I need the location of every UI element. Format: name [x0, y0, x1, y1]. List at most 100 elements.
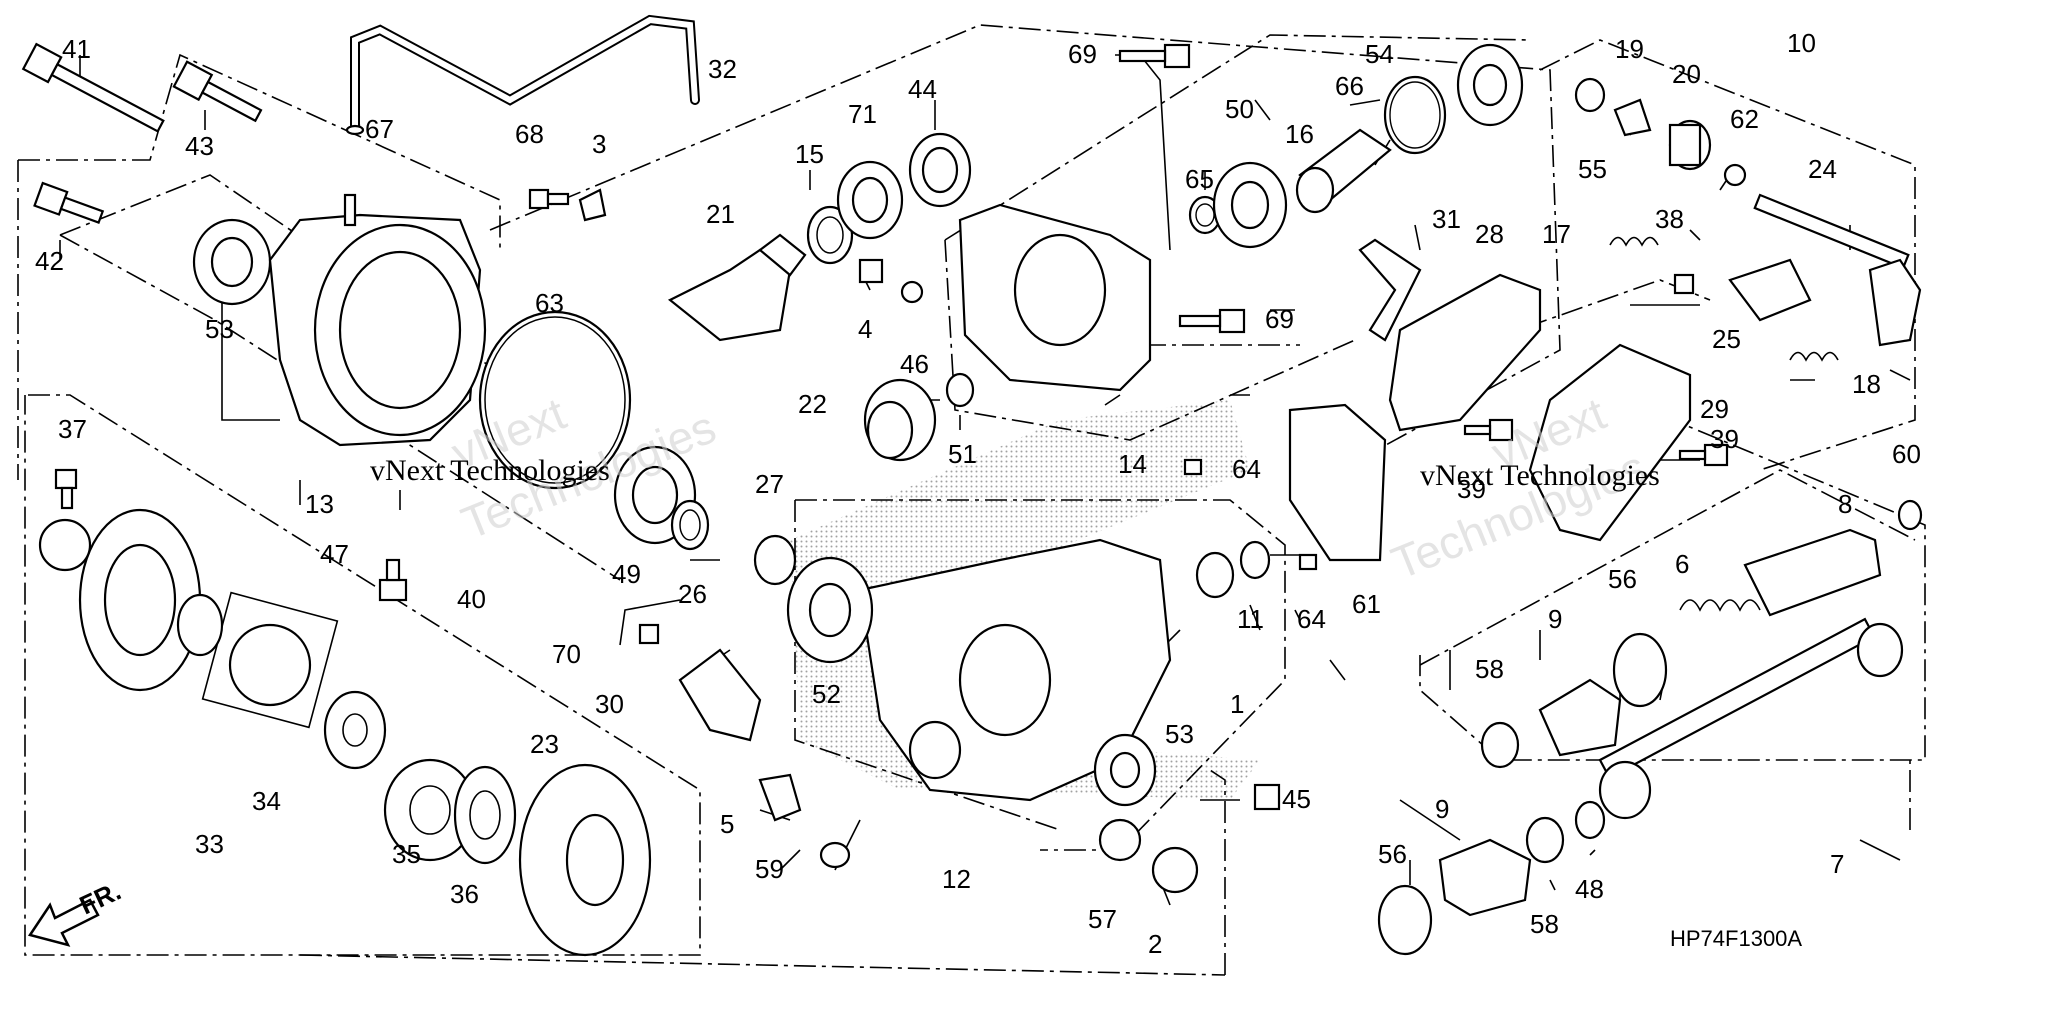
part-label-65: 65	[1185, 164, 1214, 194]
part-label-62: 62	[1730, 104, 1759, 134]
tube-32	[350, 14, 700, 135]
part-label-66: 66	[1335, 71, 1364, 101]
clip-67	[345, 124, 365, 136]
spring-17	[1609, 236, 1659, 247]
seal-53-left	[192, 218, 272, 306]
ring-56-bottom	[1377, 884, 1433, 956]
coupler-22	[863, 378, 937, 462]
part-label-38: 38	[1655, 204, 1684, 234]
gasket-61	[1288, 403, 1387, 562]
ring-56-top	[1612, 632, 1668, 708]
part-label-40: 40	[457, 584, 486, 614]
part-label-41: 41	[62, 34, 91, 64]
part-label-27: 27	[755, 469, 784, 499]
part-label-8: 8	[1838, 489, 1852, 519]
part-label-56-top: 56	[1608, 564, 1637, 594]
part-label-52: 52	[812, 679, 841, 709]
bracket-30	[678, 648, 762, 742]
bearing-71	[836, 160, 904, 240]
washer-60	[1897, 499, 1923, 531]
oring-59	[819, 841, 851, 869]
boot-9-bottom	[1438, 838, 1532, 917]
part-label-42: 42	[35, 246, 64, 276]
spring-6	[1679, 599, 1761, 612]
plate-28	[1388, 273, 1542, 432]
ring-gear-23	[518, 763, 652, 957]
part-label-25: 25	[1712, 324, 1741, 354]
part-label-67: 67	[365, 114, 394, 144]
part-label-1: 1	[1230, 689, 1244, 719]
part-label-68: 68	[515, 119, 544, 149]
bearing-52	[786, 556, 874, 664]
part-label-57: 57	[1088, 904, 1117, 934]
ring-57	[1098, 818, 1142, 862]
part-label-5: 5	[720, 809, 734, 839]
part-label-50: 50	[1225, 94, 1254, 124]
part-label-46: 46	[900, 349, 929, 379]
cover-29	[1528, 343, 1692, 542]
bolt-41	[21, 42, 165, 133]
part-label-13: 13	[305, 489, 334, 519]
part-label-32: 32	[708, 54, 737, 84]
part-label-15: 15	[795, 139, 824, 169]
sensor-5	[758, 773, 802, 822]
watermark-inline-right: vNext Technologies	[1420, 459, 1660, 492]
pinion-21	[667, 233, 807, 342]
shaft-16	[1295, 128, 1392, 214]
part-label-21: 21	[706, 199, 735, 229]
part-label-29: 29	[1700, 394, 1729, 424]
seal-54	[1456, 43, 1524, 127]
part-label-18: 18	[1852, 369, 1881, 399]
bolt-70	[638, 623, 660, 645]
spring-18	[1789, 351, 1839, 362]
part-label-26: 26	[678, 579, 707, 609]
front-direction-arrow: FR.	[27, 876, 126, 947]
dowel-64-low	[1298, 553, 1318, 571]
plug-2	[1151, 846, 1199, 894]
part-label-24: 24	[1808, 154, 1837, 184]
sleeve-20	[1668, 119, 1712, 171]
clip-66	[1383, 75, 1447, 155]
part-label-11: 11	[1237, 604, 1264, 634]
part-label-64-top: 64	[1232, 454, 1261, 484]
gears-34	[228, 623, 312, 707]
watermark-inline-left: vNext Technologies	[370, 454, 610, 487]
part-label-22: 22	[798, 389, 827, 419]
part-label-70: 70	[552, 639, 581, 669]
housing-12	[858, 538, 1172, 802]
part-label-53-right: 53	[1165, 719, 1194, 749]
ring-11	[1239, 540, 1271, 580]
part-label-14: 14	[1118, 449, 1147, 479]
bolt-38	[1673, 273, 1695, 295]
oring-63	[478, 310, 632, 490]
part-label-23: 23	[530, 729, 559, 759]
part-label-36: 36	[450, 879, 479, 909]
shaft-24	[1753, 193, 1922, 347]
part-label-35: 35	[392, 839, 421, 869]
bolt-68	[528, 188, 550, 210]
bolt-40	[378, 558, 408, 602]
part-label-33: 33	[195, 829, 224, 859]
nut-45	[1253, 783, 1281, 811]
part-label-30: 30	[595, 689, 624, 719]
bolt-69-mid	[1178, 308, 1246, 334]
case-14	[958, 203, 1152, 392]
ring-58-bottom	[1525, 816, 1565, 864]
group-outlines	[17, 24, 1926, 976]
bush-51	[945, 372, 975, 408]
part-label-44: 44	[908, 74, 937, 104]
part-label-9-top: 9	[1548, 604, 1562, 634]
bolt-39-a	[1463, 418, 1514, 442]
part-label-48: 48	[1575, 874, 1604, 904]
bracket-31	[1358, 238, 1422, 342]
washer-62	[1723, 163, 1747, 187]
part-label-6: 6	[1675, 549, 1689, 579]
part-label-16: 16	[1285, 119, 1314, 149]
part-label-53-left: 53	[205, 314, 234, 344]
part-label-7: 7	[1830, 849, 1844, 879]
part-label-54: 54	[1365, 39, 1394, 69]
bearing-50	[1212, 161, 1288, 249]
part-label-28: 28	[1475, 219, 1504, 249]
part-drawings	[21, 14, 1923, 957]
